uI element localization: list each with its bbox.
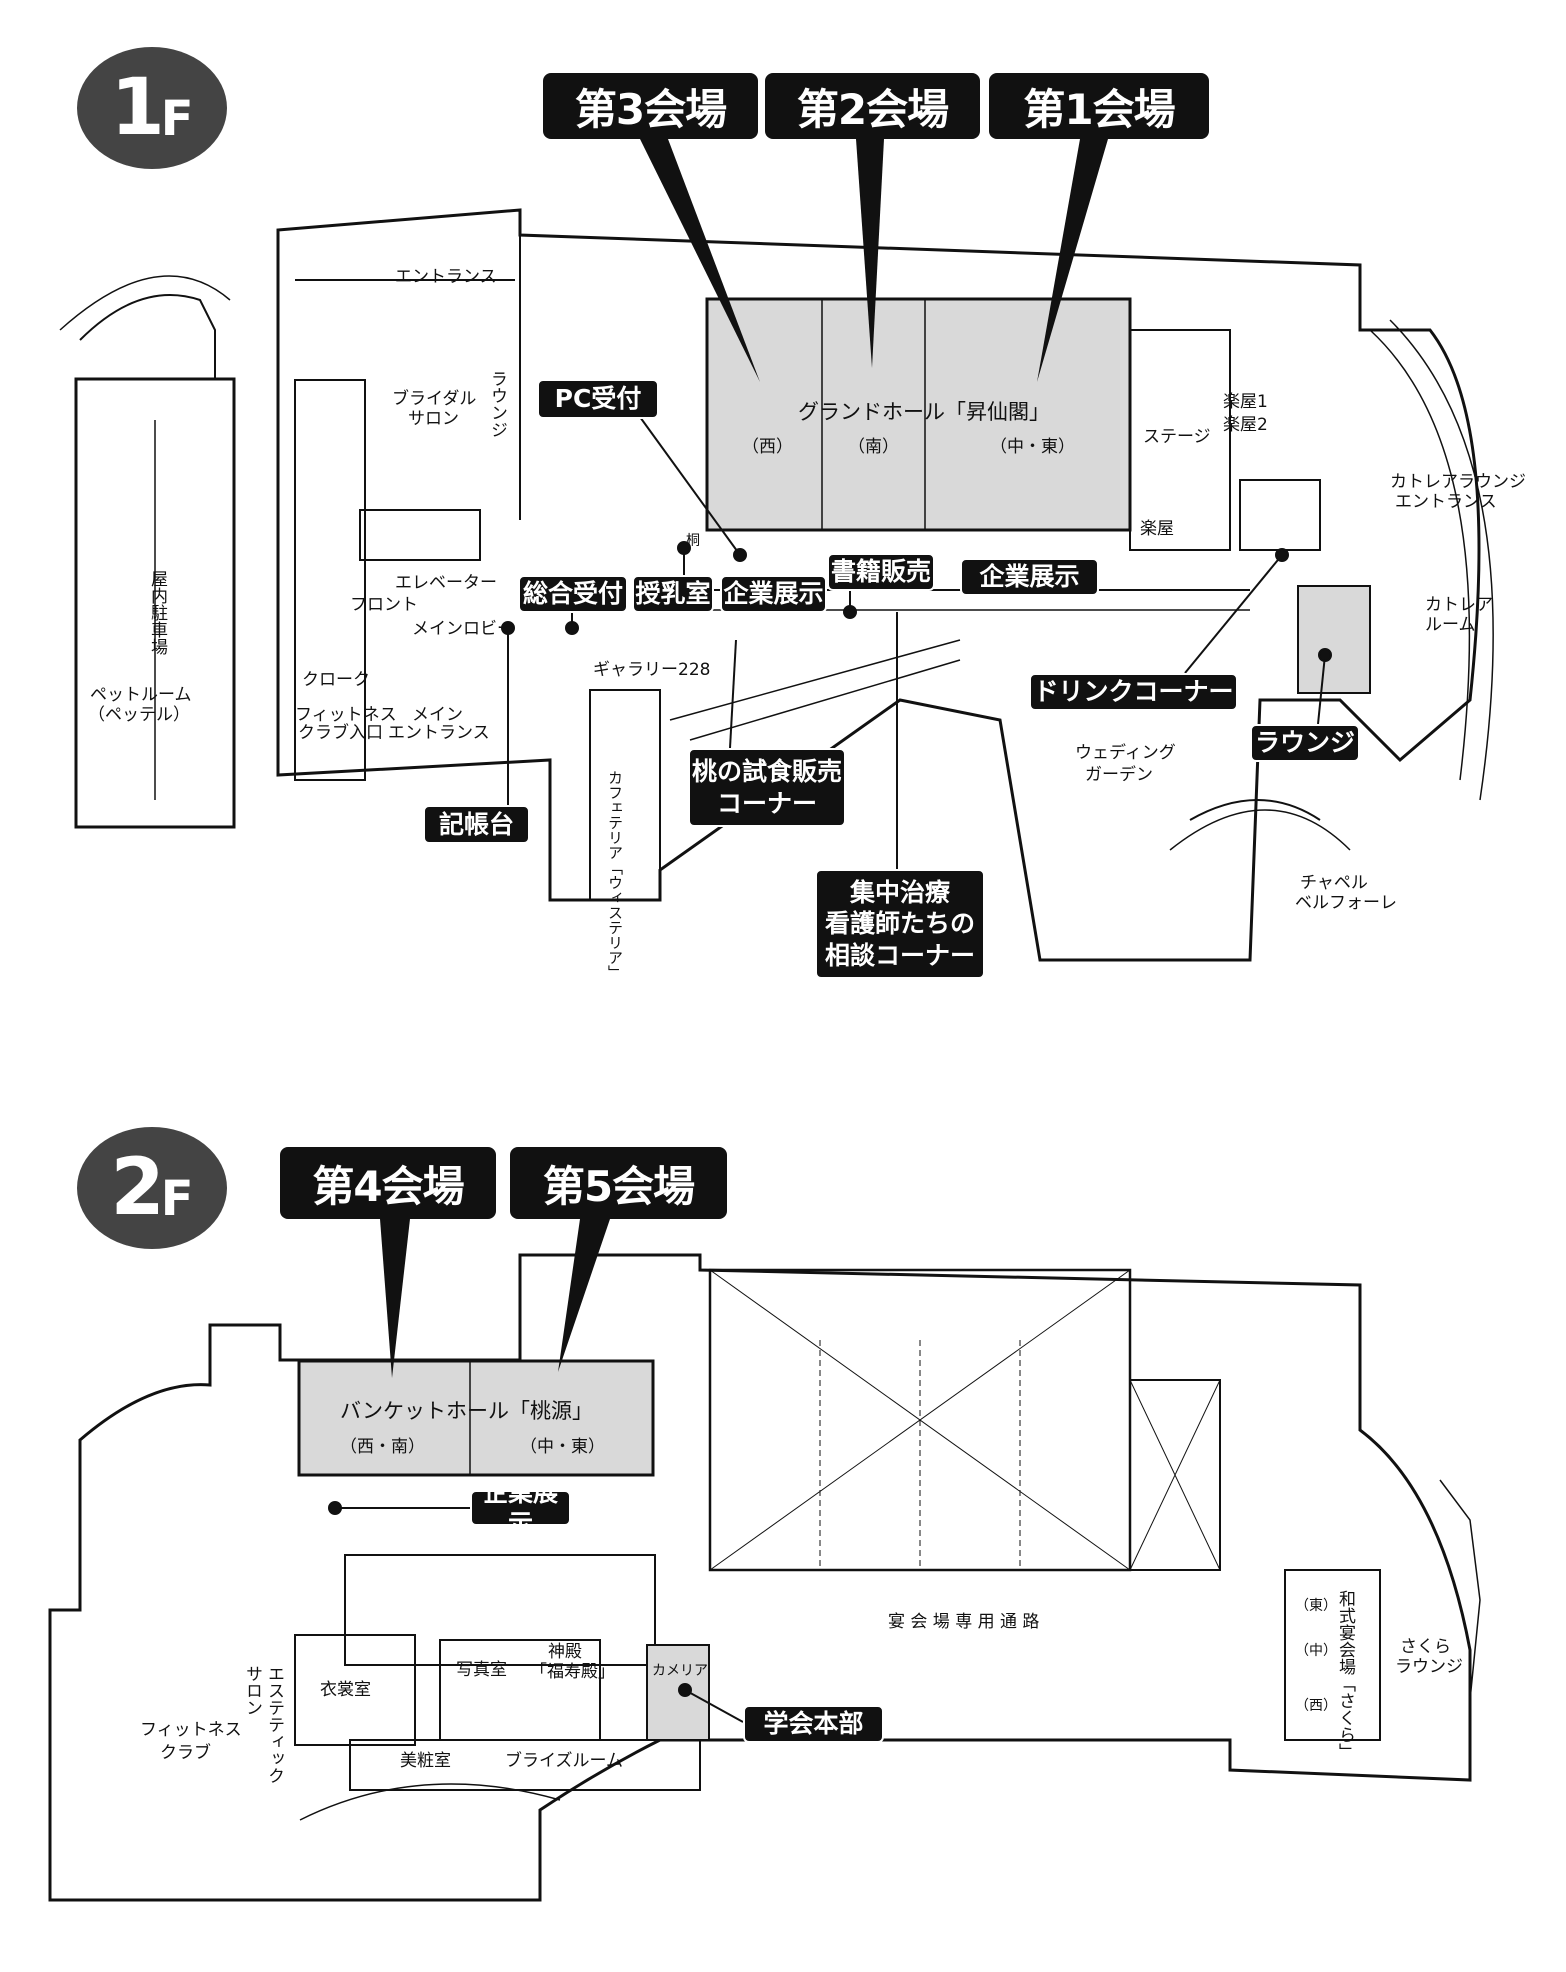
room-cattleya-room-1: カトレア <box>1425 595 1493 615</box>
drink-corner-label[interactable]: ドリンクコーナー <box>1029 673 1238 711</box>
room-main-entrance-1: メイン <box>412 705 463 725</box>
room-chapel-2: ベルフォーレ <box>1295 893 1397 913</box>
room-shrine-1: 神殿 <box>548 1642 582 1662</box>
grand-hall-center-east: （中・東） <box>990 437 1075 457</box>
leader-lines-2f <box>328 1501 744 1723</box>
floor-suffix: F <box>160 1171 194 1227</box>
banquet-hall-name: バンケットホール「桃源」 <box>340 1399 594 1423</box>
room-pet-room-1: ペットルーム <box>90 685 192 705</box>
room-stage: ステージ <box>1143 427 1211 447</box>
banquet-hall-west-south: （西・南） <box>340 1437 425 1457</box>
room-sakura-lounge-1: さくら <box>1400 1637 1451 1657</box>
room-cafeteria-wisteria: カフェテリア「ウィステリア」 <box>606 770 624 980</box>
floor-number: 1 <box>110 63 164 153</box>
venue-2-label[interactable]: 第2会場 <box>765 73 980 139</box>
room-front-desk: フロント <box>350 595 418 615</box>
banquet-hall-area <box>297 1359 655 1477</box>
book-sales-label[interactable]: 書籍販売 <box>827 553 935 591</box>
registration-desk-label[interactable]: 記帳台 <box>423 805 530 844</box>
venue-5-label[interactable]: 第5会場 <box>510 1147 727 1219</box>
room-photo-studio: 写真室 <box>456 1660 507 1680</box>
floor-number: 2 <box>110 1143 164 1233</box>
room-fitness-club-1: フィットネス <box>140 1720 242 1740</box>
room-bridal-salon-1: ブライダル <box>392 389 477 409</box>
venue-3-label[interactable]: 第3会場 <box>543 73 758 139</box>
grand-hall-name: グランドホール「昇仙閣」 <box>798 400 1050 424</box>
room-bride-room: ブライズルーム <box>505 1751 623 1771</box>
room-sakura-lounge-2: ラウンジ <box>1395 1657 1463 1677</box>
room-sakura-hall: 和式宴会場「さくら」 <box>1335 1590 1355 1760</box>
banquet-hall-center-east: （中・東） <box>520 1437 605 1457</box>
room-elevator: エレベーター <box>395 573 497 593</box>
room-costume: 衣裳室 <box>320 1680 371 1700</box>
room-bridal-salon-2: サロン <box>408 409 459 429</box>
room-esthetic-1: エステティック <box>264 1665 284 1784</box>
icu-line-1: 集中治療 <box>849 878 950 908</box>
peach-sales-line-1: 桃の試食販売 <box>691 757 842 787</box>
peach-sales-corner-label[interactable]: 桃の試食販売 コーナー <box>688 748 846 827</box>
room-cattleya-room-2: ルーム <box>1425 615 1476 635</box>
conference-hq-label[interactable]: 学会本部 <box>743 1705 884 1743</box>
room-kiri: 桐 <box>686 533 700 549</box>
floor-suffix: F <box>160 91 194 147</box>
icu-nurse-consultation-label[interactable]: 集中治療 看護師たちの 相談コーナー <box>815 869 985 979</box>
room-banquet-corridor: 宴 会 場 専 用 通 路 <box>888 1612 1040 1632</box>
nursing-room-label[interactable]: 授乳室 <box>632 575 714 613</box>
room-wedding-garden-2: ガーデン <box>1085 765 1153 785</box>
room-fitness-club-2: クラブ <box>160 1743 211 1763</box>
venue-4-label[interactable]: 第4会場 <box>280 1147 496 1219</box>
room-wedding-garden-1: ウェディング <box>1075 743 1176 763</box>
general-reception-label[interactable]: 総合受付 <box>518 575 628 613</box>
grand-hall-south: （南） <box>848 437 899 457</box>
parking-structure <box>59 275 236 829</box>
room-indoor-parking: 屋内駐車場 <box>147 570 167 655</box>
corporate-exhibit-label-2[interactable]: 企業展示 <box>960 558 1099 596</box>
floor2-outline <box>48 1253 1481 1902</box>
camellia-area <box>646 1644 710 1741</box>
room-pet-room-2: （ペッテル） <box>88 705 190 725</box>
room-cattleya-lounge-entrance-2: エントランス <box>1395 492 1497 512</box>
room-beauty: 美粧室 <box>400 1751 451 1771</box>
pc-reception-label[interactable]: PC受付 <box>537 379 659 419</box>
room-fitness-entrance-2: クラブ入口 <box>298 723 383 743</box>
icu-line-2: 看護師たちの <box>824 909 975 939</box>
room-sakura-center: （中） <box>1295 1643 1337 1659</box>
icu-line-3: 相談コーナー <box>824 940 975 970</box>
room-cloak: クローク <box>302 670 370 690</box>
room-green-room: 楽屋 <box>1140 519 1174 539</box>
room-shrine-2: 「福寿殿」 <box>530 1662 615 1682</box>
room-green-room-2: 楽屋2 <box>1223 415 1268 435</box>
lounge-label[interactable]: ラウンジ <box>1250 724 1360 762</box>
lounge-area <box>1297 585 1371 694</box>
room-cattleya-lounge-entrance-1: カトレアラウンジ <box>1390 472 1526 492</box>
room-green-room-1: 楽屋1 <box>1223 392 1268 412</box>
room-esthetic-2: サロン <box>242 1665 262 1716</box>
corporate-exhibit-label-2f[interactable]: 企業展示 <box>470 1478 571 1538</box>
room-gallery-228: ギャラリー228 <box>593 660 711 680</box>
venue-pointers-1f <box>640 139 1108 382</box>
room-main-entrance-2: エントランス <box>388 723 490 743</box>
grand-hall-area <box>705 297 1132 532</box>
room-camellia: カメリア <box>652 1663 708 1679</box>
leader-lines-1f <box>501 416 1332 869</box>
venue-pointers-2f <box>380 1219 610 1378</box>
room-lounge-vertical: ラウンジ <box>487 370 507 438</box>
venue-1-label[interactable]: 第1会場 <box>989 73 1209 139</box>
grand-hall-west: （西） <box>742 437 793 457</box>
room-chapel-1: チャペル <box>1300 873 1368 893</box>
room-entrance: エントランス <box>395 267 497 287</box>
room-sakura-west: （西） <box>1295 1698 1337 1714</box>
room-fitness-entrance-1: フィットネス <box>295 705 397 725</box>
room-sakura-east: （東） <box>1295 1598 1337 1614</box>
room-main-lobby: メインロビー <box>412 619 514 639</box>
corporate-exhibit-label-1[interactable]: 企業展示 <box>720 575 827 613</box>
peach-sales-line-2: コーナー <box>716 788 817 818</box>
